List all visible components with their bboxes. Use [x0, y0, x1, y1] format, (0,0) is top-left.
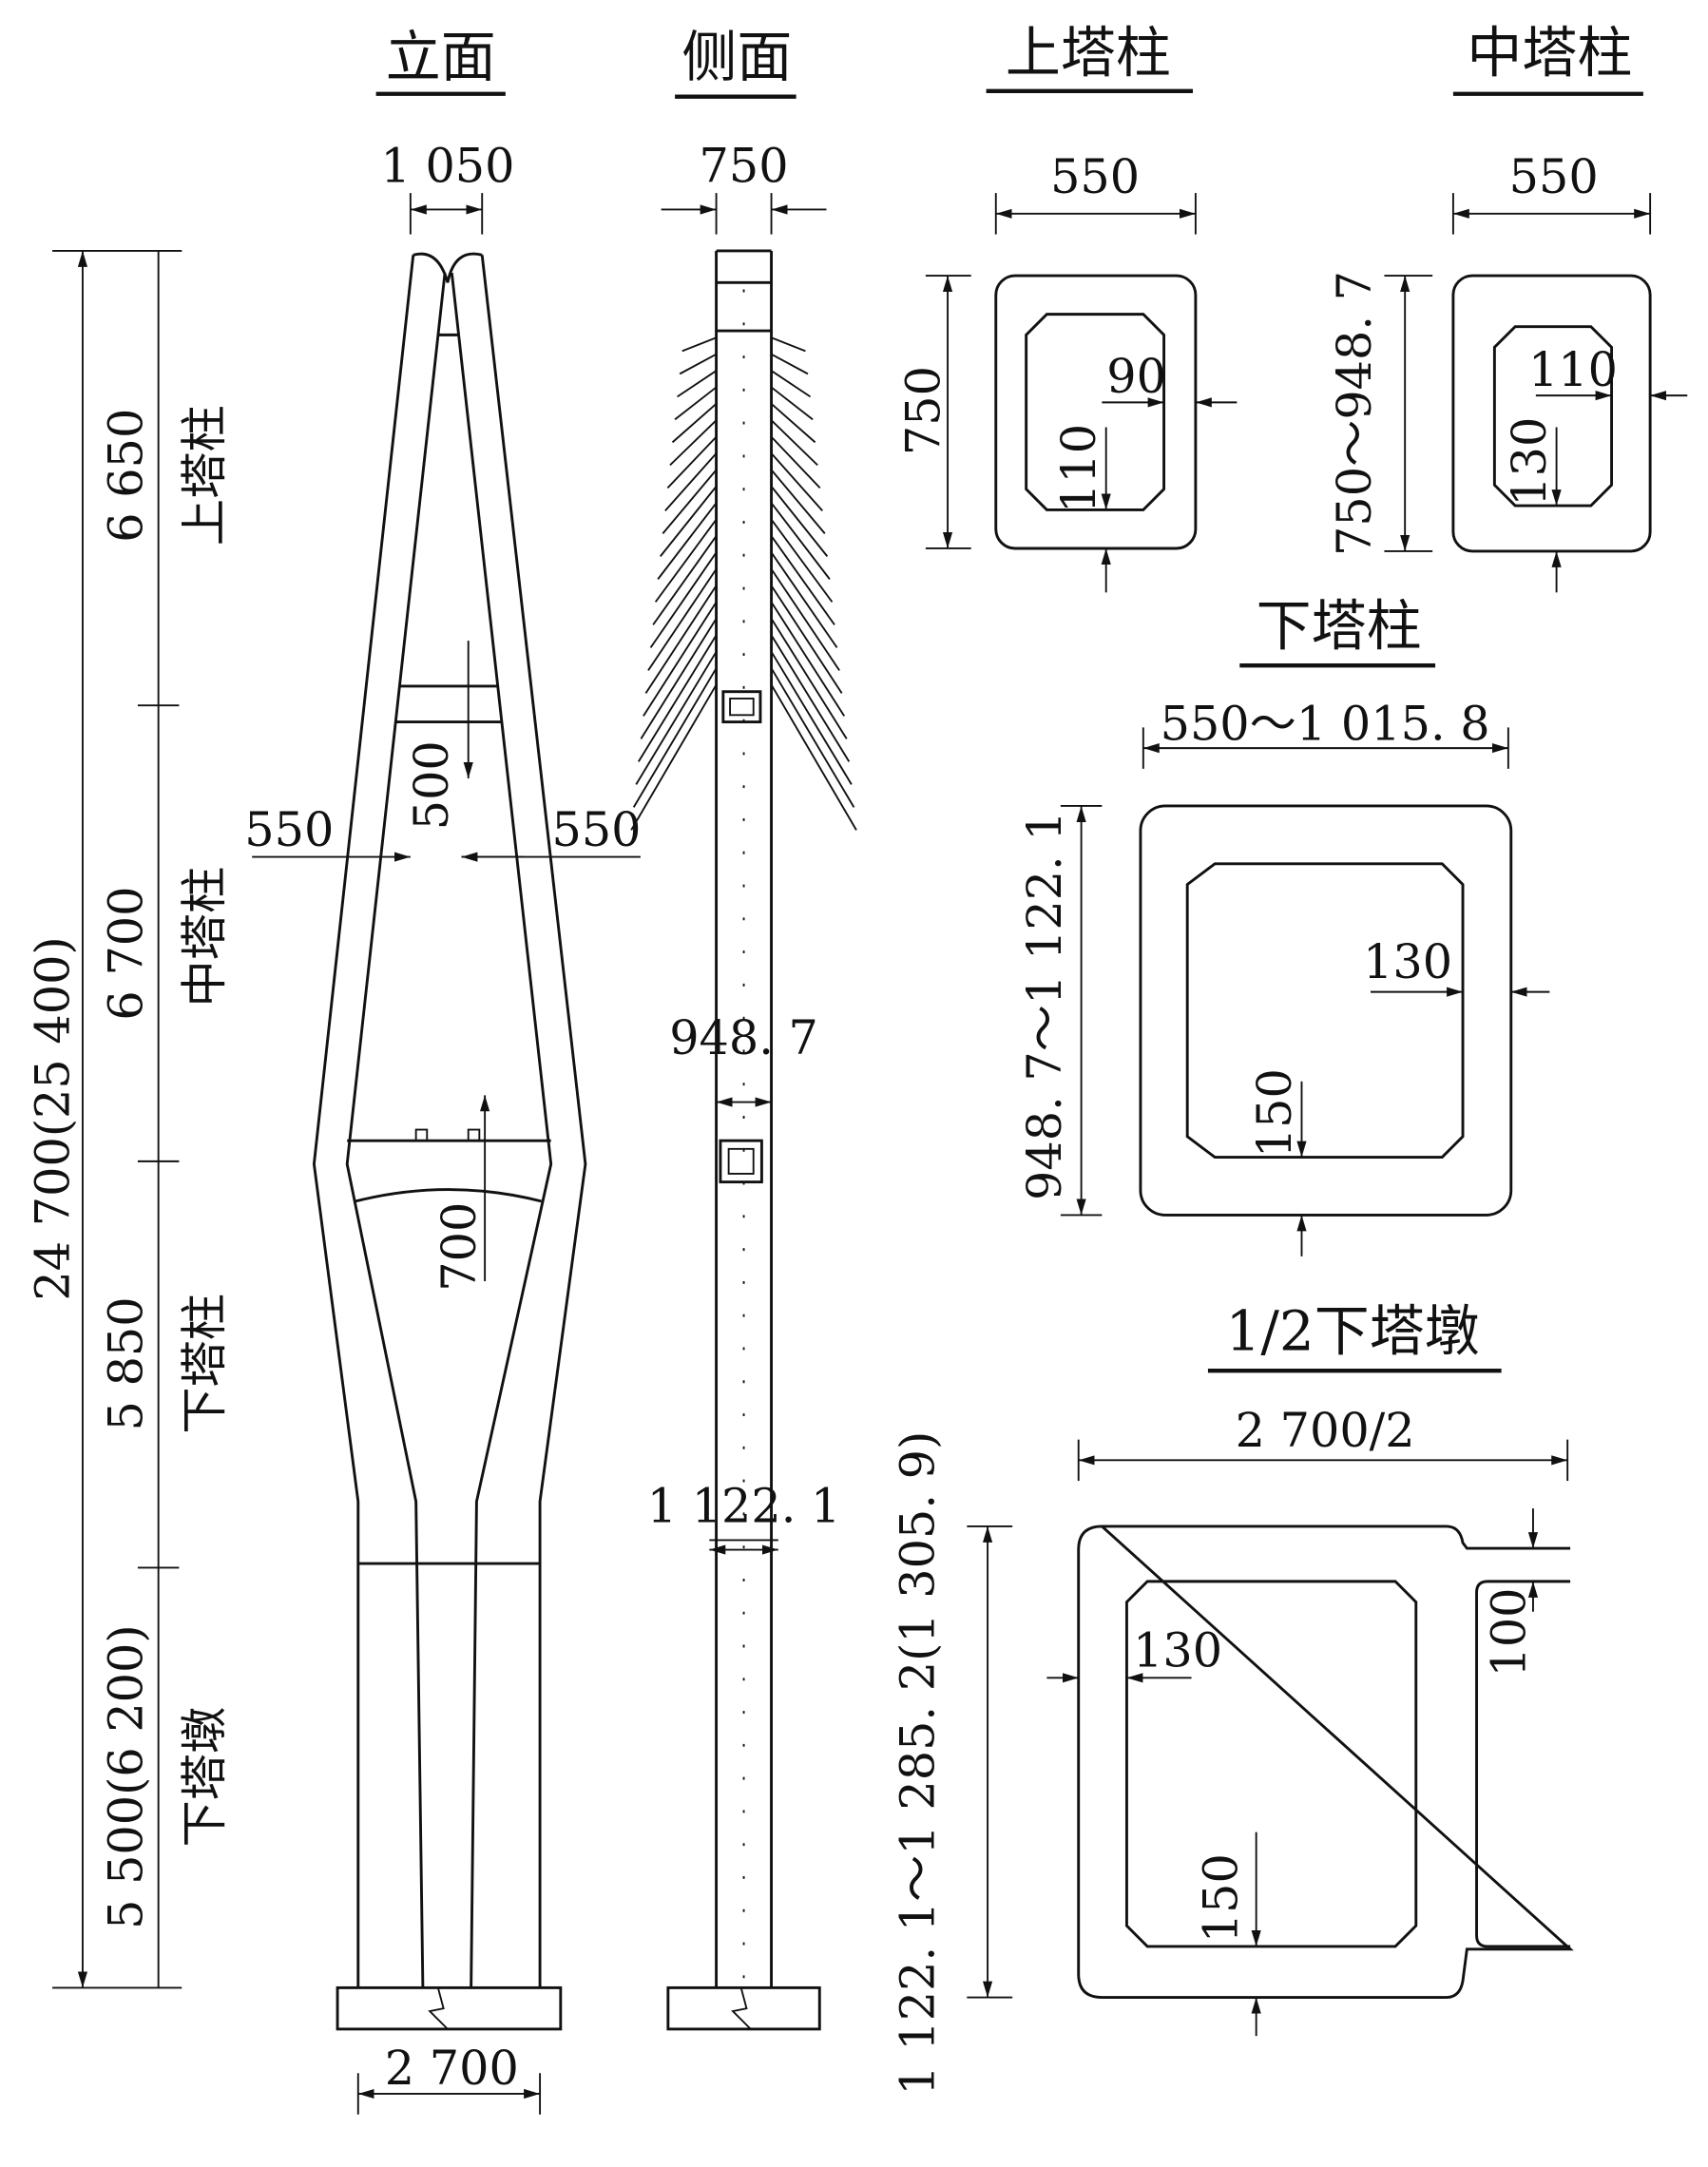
upper-column-section: 550 750 90 110 — [895, 149, 1238, 593]
stay-cable — [771, 370, 812, 398]
middle-column-section: 550 750～948. 7 110 130 — [1327, 149, 1688, 593]
upper-width-label: 550 — [1050, 149, 1140, 204]
pier-wall-bottom-label: 150 — [1193, 1853, 1248, 1943]
stay-cable — [660, 486, 718, 557]
title-elevation: 立面 — [386, 25, 496, 89]
stay-cable — [771, 336, 806, 353]
pier-height-label: 1 122. 1～1 285. 2(1 305. 9) — [891, 1431, 946, 2096]
right-leg-width-label: 550 — [551, 802, 641, 857]
stay-cable — [635, 651, 718, 785]
stay-cable — [664, 452, 718, 512]
lower-beam-label: 700 — [432, 1202, 487, 1292]
stay-cable — [771, 353, 809, 375]
stay-cable — [671, 403, 718, 444]
stay-cable — [647, 568, 718, 671]
pier-height-label: 5 500(6 200) — [98, 1624, 153, 1929]
stay-cable — [770, 419, 818, 467]
stay-cable — [770, 618, 848, 739]
pier-label: 下塔墩 — [177, 1707, 232, 1848]
stay-cable — [662, 469, 718, 534]
upper-wall-bottom-label: 110 — [1051, 424, 1106, 513]
side-low-width-label: 1 122. 1 — [647, 1479, 841, 1534]
stay-cable — [770, 502, 831, 580]
stay-cable — [770, 568, 840, 671]
base-width-label: 2 700 — [385, 2041, 519, 2096]
stay-cable — [679, 353, 718, 375]
stay-cable — [770, 386, 814, 421]
lower-column-section: 550～1 015. 8 948. 7～1 122. 1 130 150 — [1017, 696, 1550, 1256]
side-mid-width-label: 948. 7 — [669, 1010, 818, 1065]
stay-cable — [654, 518, 718, 603]
stay-cable — [640, 618, 718, 739]
upper-height-label: 6 650 — [98, 409, 153, 543]
middle-height-label: 6 700 — [98, 887, 153, 1021]
stay-cables — [630, 336, 857, 831]
title-side: 侧面 — [681, 25, 792, 89]
middle-wall-bottom-label: 130 — [1502, 417, 1557, 507]
stay-cable — [652, 535, 718, 625]
middle-wall-side-label: 110 — [1528, 342, 1618, 397]
stay-cable — [677, 370, 718, 398]
stay-cable — [770, 585, 843, 694]
middle-column-label: 中塔柱 — [177, 867, 232, 1007]
stay-cable — [666, 435, 718, 489]
upper-beam-label: 500 — [404, 740, 459, 830]
height-dimensions: 24 700(25 400) 6 650 上塔柱 6 700 中塔柱 5 850… — [25, 250, 232, 1989]
pier-wall-right-label: 100 — [1481, 1587, 1536, 1677]
stay-cable — [643, 601, 718, 717]
stay-cable — [770, 667, 855, 808]
title-half-pier: 1/2下塔墩 — [1226, 1298, 1480, 1363]
stay-cable — [770, 551, 838, 648]
pier-wall-side-label: 130 — [1133, 1623, 1222, 1678]
total-height-label: 24 700(25 400) — [25, 936, 80, 1300]
stay-cable — [632, 667, 718, 808]
stay-cable — [674, 386, 718, 421]
pier-width-label: 2 700/2 — [1236, 1403, 1415, 1458]
elevation-view: 1 050 550 550 500 700 2 700 — [244, 139, 642, 2115]
stay-cable — [649, 551, 718, 648]
stay-cable — [644, 585, 718, 694]
lower-wall-bottom-label: 150 — [1247, 1068, 1302, 1158]
middle-width-label: 550 — [1509, 149, 1599, 204]
stay-cable — [770, 452, 823, 512]
side-view: 750 948. 7 1 122. 1 — [630, 139, 857, 2031]
stay-cable — [770, 634, 851, 762]
lower-column-label: 下塔柱 — [177, 1294, 232, 1434]
lower-height-label: 5 850 — [98, 1296, 153, 1430]
lower-wall-side-label: 130 — [1363, 934, 1452, 989]
stay-cable — [657, 502, 718, 580]
stay-cable — [638, 634, 718, 762]
title-middle-column: 中塔柱 — [1467, 21, 1632, 86]
stay-cable — [770, 486, 829, 557]
top-width-label: 1 050 — [380, 139, 514, 194]
lower-height-label: 948. 7～1 122. 1 — [1017, 811, 1072, 1200]
upper-column-label: 上塔柱 — [177, 405, 232, 546]
upper-height-label: 750 — [895, 366, 950, 455]
stay-cable — [630, 683, 718, 831]
stay-cable — [681, 336, 717, 353]
half-pier-section: 2 700/2 1 122. 1～1 285. 2(1 305. 9) 130 … — [891, 1403, 1574, 2096]
upper-wall-side-label: 90 — [1106, 349, 1166, 404]
side-top-width-label: 750 — [700, 139, 789, 194]
lower-width-label: 550～1 015. 8 — [1161, 696, 1490, 751]
stay-cable — [770, 469, 826, 534]
left-leg-width-label: 550 — [244, 802, 334, 857]
stay-cable — [770, 518, 834, 603]
stay-cable — [770, 651, 853, 785]
view-titles: 立面 侧面 上塔柱 中塔柱 下塔柱 1/2下塔墩 — [375, 21, 1643, 1373]
stay-cable — [770, 403, 816, 444]
stay-cable — [770, 683, 857, 831]
title-lower-column: 下塔柱 — [1257, 593, 1422, 658]
stay-cable — [770, 535, 835, 625]
middle-height-label: 750～948. 7 — [1327, 271, 1382, 556]
stay-cable — [770, 601, 846, 717]
stay-cable — [669, 419, 718, 467]
title-upper-column: 上塔柱 — [1006, 21, 1171, 86]
stay-cable — [770, 435, 821, 489]
